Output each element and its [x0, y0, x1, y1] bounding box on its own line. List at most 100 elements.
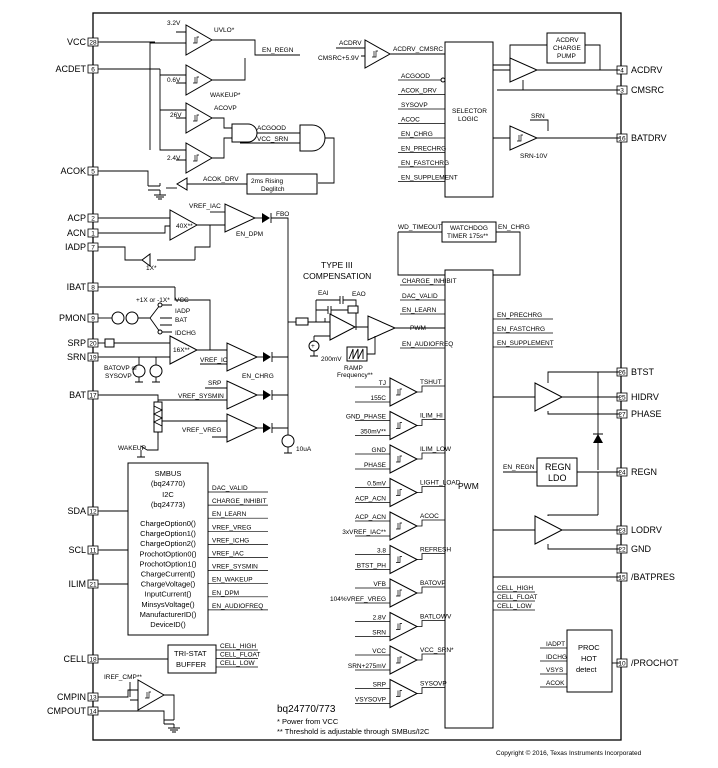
- vref-iac-label: VREF_IAC: [189, 203, 221, 210]
- selector-label-1: SELECTOR: [452, 108, 487, 115]
- ramp-label-2: Frequency**: [337, 372, 373, 379]
- cmsrc-in: CMSRC+5.9V: [318, 55, 360, 62]
- pwm-right-input: EN_PRECHRG: [497, 312, 542, 319]
- pwm-comparator: [367, 315, 397, 341]
- ichg-amp: [226, 342, 259, 372]
- wd-en-chrg: EN_CHRG: [498, 224, 530, 231]
- ramp-label-1: RAMP: [344, 365, 363, 372]
- vreg-amp: [226, 413, 259, 443]
- pin-number: 24: [618, 469, 626, 476]
- tristat-line1: TRI-STAT: [174, 649, 207, 658]
- pump-line1: ACDRV: [556, 37, 579, 44]
- comparator-input-a: SRP: [373, 682, 386, 689]
- gain-40x: 40X**: [176, 223, 193, 230]
- comparator-input-a: VCC: [372, 648, 386, 655]
- pin-label: ACOK: [60, 166, 86, 176]
- svg-text:+: +: [311, 343, 315, 350]
- pin-number: 15: [618, 574, 626, 581]
- uvlo-comparator: 3.2V UVLO*: [167, 20, 235, 56]
- selector-input: EN_PRECHRG: [401, 146, 446, 153]
- comparator-output: ACOC: [420, 513, 439, 520]
- gain-1x: 1X*: [146, 265, 157, 272]
- acok-drv-label: ACOK_DRV: [203, 176, 239, 183]
- smbus-register: ChargeOption0(): [140, 519, 196, 528]
- smbus-register: ProchotOption1(): [139, 559, 197, 568]
- smbus-register: ChargeOption1(): [140, 529, 196, 538]
- en-chrg-label: EN_CHRG: [242, 373, 274, 380]
- comp-amp: [329, 313, 357, 341]
- selector-input: SYSOVP: [401, 102, 428, 109]
- ic-outline: [92, 12, 622, 741]
- pin-number: 3: [620, 87, 624, 94]
- srn-label: SRN: [531, 113, 545, 120]
- srp-in-label: SRP: [208, 380, 221, 387]
- pin-number: 2: [91, 215, 95, 222]
- comparator-input-b: 155C: [370, 395, 386, 402]
- smbus-heading: (bq24773): [151, 500, 186, 509]
- wakeup-label: WAKEUP*: [210, 92, 241, 99]
- pump-line2: CHARGE: [553, 45, 581, 52]
- acovp-label: ACOVP: [214, 105, 237, 112]
- pin-number: 19: [89, 354, 97, 361]
- tristat-line2: BUFFER: [176, 660, 207, 669]
- acovp-ref: 26V: [170, 112, 182, 119]
- regn-ldo-line2: LDO: [548, 473, 567, 483]
- comparator-output: BATOVP: [420, 580, 446, 587]
- pin-number: 6: [91, 66, 95, 73]
- smbus-output: EN_WAKEUP: [212, 577, 253, 584]
- acdrv-in: ACDRV: [339, 40, 362, 47]
- pwm-input: PWM: [410, 325, 426, 332]
- tristat-output: CELL_FLOAT: [220, 652, 260, 659]
- watchdog-line2: TIMER 175s**: [447, 233, 489, 240]
- deglitch-line2: Deglitch: [261, 186, 285, 193]
- pin-label: ACN: [67, 228, 86, 238]
- en-dpm-label: EN_DPM: [236, 231, 263, 238]
- pin-number: 26: [618, 369, 626, 376]
- pin-number: 25: [618, 394, 626, 401]
- comparator-output: BATLOWV: [420, 614, 452, 621]
- pin-prochot: 10/PROCHOT: [616, 658, 679, 668]
- acp-acn-amp: [169, 209, 199, 241]
- comparator-output: VCC_SRN*: [420, 647, 454, 654]
- smbus-register: DeviceID(): [150, 620, 186, 629]
- smbus-output: VREF_IAC: [212, 551, 244, 558]
- comparator-input-a: VFB: [373, 581, 386, 588]
- smbus-register: ManufacturerID(): [140, 610, 197, 619]
- pwm-box: [444, 269, 494, 729]
- prochot-line2: HOT: [581, 654, 597, 663]
- smbus-output: DAC_VALID: [212, 485, 248, 492]
- smbus-register: InputCurrent(): [145, 590, 192, 599]
- pmon-idchg: IDCHG: [175, 330, 196, 337]
- selector-input: EN_CHRG: [401, 131, 433, 138]
- smbus-register: ChargeVoltage(): [141, 580, 196, 589]
- wd-timeout-label: WD_TIMEOUT: [398, 224, 442, 231]
- comparator-input-b: SRN: [372, 630, 386, 637]
- smbus-heading: SMBUS: [155, 469, 182, 478]
- comparator-input-a: 3.8: [377, 548, 386, 555]
- pin-number: 17: [89, 392, 97, 399]
- prochot-input: ACOK: [546, 680, 565, 687]
- pin-label: CMPOUT: [47, 706, 86, 716]
- pin-number: 22: [618, 546, 626, 553]
- srp-srn-amp: [169, 335, 199, 365]
- prochot-input: IDCHG: [546, 654, 567, 661]
- comparator-input-a: GND: [372, 447, 387, 454]
- acdrv-section: ACDRV CMSRC+5.9V ACDRV_CMSRC SELECTOR LO…: [318, 32, 620, 198]
- sysovp-label: SYSOVP: [105, 373, 132, 380]
- pin-label: LODRV: [631, 525, 662, 535]
- tristat-section: TRI-STAT BUFFER CELL_HIGHCELL_FLOATCELL_…: [100, 643, 260, 674]
- wakeup-switch-label: WAKEUP: [118, 445, 146, 452]
- pin-number: 4: [620, 67, 624, 74]
